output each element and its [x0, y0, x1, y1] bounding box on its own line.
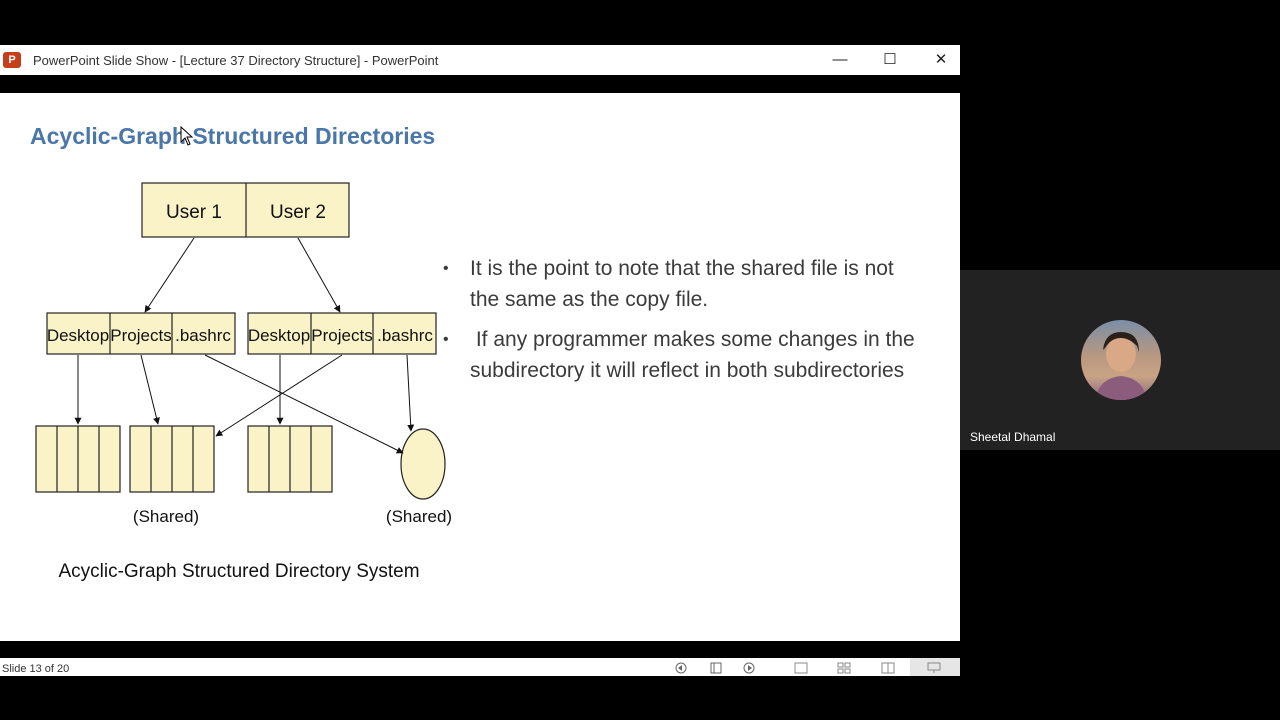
slideshow-view-button[interactable]	[910, 658, 960, 676]
reading-view-icon[interactable]	[880, 662, 896, 674]
previous-slide-icon[interactable]	[673, 662, 689, 674]
bullet-text: It is the point to note that the shared …	[470, 257, 894, 311]
arrow-projects2	[215, 354, 343, 437]
file-block-3	[247, 425, 333, 493]
arrow-projects1	[140, 354, 160, 425]
slideshow-icon	[927, 662, 941, 673]
diagram-caption: Acyclic-Graph Structured Directory Syste…	[58, 561, 419, 582]
maximize-button[interactable]: ☐	[865, 45, 915, 75]
arrow-bashrc1	[204, 354, 404, 454]
user2-desktop-label: Desktop	[248, 326, 310, 345]
status-bar: Slide 13 of 20	[0, 658, 960, 676]
root-user1-label: User 1	[166, 202, 222, 223]
participant-video-tile[interactable]: Sheetal Dhamal	[960, 270, 1280, 450]
shared-label-2: (Shared)	[386, 507, 452, 526]
root-user2-label: User 2	[270, 202, 326, 223]
bullet-item: • It is the point to note that the share…	[443, 253, 923, 315]
bullet-item: • If any programmer makes some changes i…	[443, 324, 923, 386]
arrow-bashrc2	[406, 354, 415, 432]
user1-desktop-label: Desktop	[47, 326, 109, 345]
powerpoint-logo-icon: P	[3, 52, 21, 68]
bullet-list: • It is the point to note that the share…	[443, 253, 923, 395]
window-title: PowerPoint Slide Show - [Lecture 37 Dire…	[33, 53, 439, 68]
file-block-1	[35, 425, 121, 493]
slide-canvas[interactable]: Acyclic-Graph Structured Directories Use…	[0, 93, 960, 641]
close-icon: ✕	[934, 51, 948, 68]
minimize-icon: —	[832, 51, 848, 68]
slide-menu-icon[interactable]	[708, 662, 724, 674]
person-photo-icon	[1095, 332, 1147, 400]
window-title-bar: P PowerPoint Slide Show - [Lecture 37 Di…	[0, 45, 960, 75]
normal-view-icon[interactable]	[793, 662, 809, 674]
arrow-user2-dirs	[297, 237, 341, 313]
close-button[interactable]: ✕	[916, 45, 966, 75]
file-block-shared	[129, 425, 215, 493]
user2-bashrc-label: .bashrc	[377, 326, 433, 345]
shared-file-node	[400, 428, 446, 500]
slide-title: Acyclic-Graph Structured Directories	[30, 123, 436, 149]
user1-projects-label: Projects	[110, 326, 171, 345]
maximize-icon: ☐	[883, 51, 897, 68]
participant-name: Sheetal Dhamal	[970, 430, 1056, 444]
user2-directory-box	[247, 312, 437, 355]
user1-directory-box	[46, 312, 236, 355]
participant-avatar	[1081, 320, 1161, 400]
user1-bashrc-label: .bashrc	[175, 326, 231, 345]
shared-label-1: (Shared)	[133, 507, 199, 526]
arrow-user1-dirs	[144, 237, 195, 313]
slide-sorter-icon[interactable]	[836, 662, 852, 674]
minimize-button[interactable]: —	[815, 45, 865, 75]
directory-diagram: User 1 User 2 Desktop Projects .bashrc D…	[35, 182, 452, 582]
next-slide-icon[interactable]	[741, 662, 757, 674]
slide-counter: Slide 13 of 20	[2, 663, 70, 675]
mouse-cursor-icon	[180, 126, 194, 146]
user2-projects-label: Projects	[311, 326, 372, 345]
bullet-dot-icon: •	[443, 260, 449, 277]
bullet-dot-icon: •	[443, 331, 449, 348]
bullet-text: If any programmer makes some changes in …	[470, 328, 921, 382]
